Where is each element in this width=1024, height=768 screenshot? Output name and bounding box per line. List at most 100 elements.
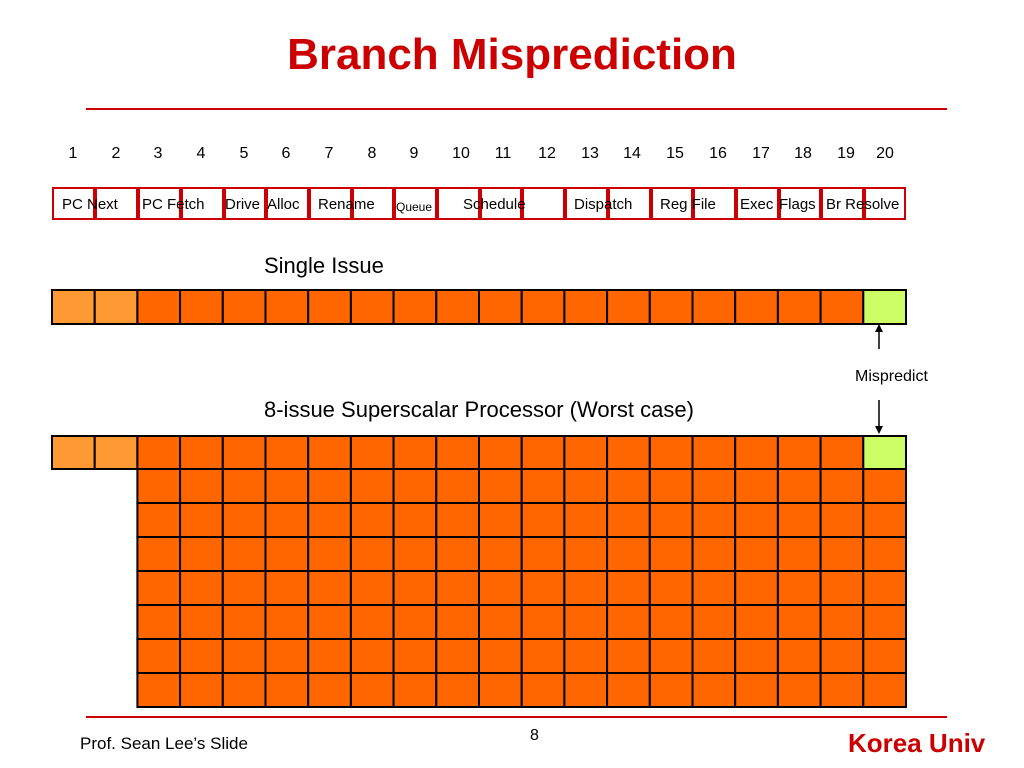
stage-box — [480, 187, 522, 220]
pipeline-cell — [563, 604, 609, 640]
cycle-number: 2 — [111, 145, 121, 162]
stage-box — [224, 187, 266, 220]
pipeline-cell — [563, 672, 609, 708]
pipeline-cell — [435, 672, 480, 708]
pipeline-cell — [179, 570, 224, 606]
pipeline-cell — [862, 672, 907, 708]
pipeline-cell — [648, 536, 694, 572]
pipeline-cell — [221, 638, 267, 674]
pipeline-cell — [563, 468, 609, 504]
cycle-number: 3 — [153, 145, 163, 162]
pipeline-cell — [819, 672, 865, 708]
mispredict-label: Mispredict — [855, 368, 928, 385]
pipeline-cell — [648, 468, 694, 504]
pipeline-cell — [136, 502, 182, 538]
pipeline-cell — [691, 289, 737, 325]
pipeline-cell — [648, 672, 694, 708]
pipeline-cell — [392, 289, 438, 325]
pipeline-cell — [307, 604, 352, 640]
stage-box — [693, 187, 736, 220]
stage-label-drive: Drive — [225, 196, 261, 213]
pipeline-cell — [221, 468, 267, 504]
pipeline-cell — [307, 672, 352, 708]
pipeline-cell — [435, 468, 480, 504]
pipeline-cell — [221, 672, 267, 708]
pipeline-cell — [734, 435, 779, 470]
pipeline-cell — [264, 468, 310, 504]
pipeline-cell — [691, 638, 737, 674]
pipeline-cell — [435, 289, 480, 325]
pipeline-cell — [819, 468, 865, 504]
cycle-number: 19 — [837, 145, 855, 162]
pipeline-cell — [179, 468, 224, 504]
pipeline-cell — [307, 435, 352, 470]
footer-credit: Prof. Sean Lee’s Slide — [80, 734, 248, 753]
stage-box — [352, 187, 394, 220]
stage-label-schedule: Schedule — [463, 196, 526, 213]
pipeline-cell — [776, 672, 822, 708]
pipeline-cell — [221, 570, 267, 606]
pipeline-cell — [862, 570, 907, 606]
stage-label-pc-fetch: PC Fetch — [142, 196, 205, 213]
pipeline-cell — [264, 502, 310, 538]
top-divider — [86, 108, 947, 110]
pipeline-cell — [179, 604, 224, 640]
pipeline-cell — [179, 638, 224, 674]
pipeline-cell — [221, 289, 267, 325]
pipeline-cell — [776, 435, 822, 470]
stage-box — [394, 187, 437, 220]
pipeline-cell — [520, 536, 566, 572]
pipeline-cell — [136, 468, 182, 504]
pipeline-cell — [734, 672, 779, 708]
pipeline-cell — [392, 672, 438, 708]
pipeline-cell — [520, 604, 566, 640]
stage-label-queue: Queue — [396, 200, 433, 214]
pipeline-cell — [520, 289, 566, 325]
pipeline-cell — [776, 502, 822, 538]
pipeline-cell — [93, 435, 139, 470]
pipeline-cell — [563, 570, 609, 606]
pipeline-cell — [606, 604, 651, 640]
pipeline-cell — [862, 289, 907, 325]
pipeline-cell — [862, 536, 907, 572]
pipeline-cell — [520, 570, 566, 606]
pipeline-cell — [136, 435, 182, 470]
pipeline-cell — [606, 570, 651, 606]
pipeline-cell — [221, 502, 267, 538]
pipeline-cell — [606, 638, 651, 674]
pipeline-cell — [349, 289, 395, 325]
pipeline-cell — [435, 604, 480, 640]
pipeline-cell — [563, 536, 609, 572]
pipeline-cell — [862, 502, 907, 538]
pipeline-cell — [691, 468, 737, 504]
pipeline-cell — [136, 672, 182, 708]
cycle-number: 12 — [538, 145, 556, 162]
pipeline-cell — [307, 638, 352, 674]
pipeline-cell — [392, 502, 438, 538]
pipeline-cell — [862, 468, 907, 504]
pipeline-cell — [435, 570, 480, 606]
cycle-number: 20 — [876, 145, 894, 162]
superscalar-grid — [51, 435, 907, 708]
pipeline-cell — [179, 672, 224, 708]
pipeline-cell — [307, 570, 352, 606]
pipeline-cell — [691, 570, 737, 606]
pipeline-cell — [478, 536, 523, 572]
pipeline-cell — [264, 672, 310, 708]
pipeline-cell — [606, 502, 651, 538]
pipeline-cell — [307, 502, 352, 538]
stage-label-alloc: Alloc — [267, 196, 300, 213]
pipeline-cell — [520, 502, 566, 538]
pipeline-cell — [392, 536, 438, 572]
pipeline-cell — [734, 536, 779, 572]
stage-box — [266, 187, 309, 220]
single-issue-grid — [51, 289, 907, 325]
pipeline-cell — [264, 604, 310, 640]
pipeline-cell — [51, 435, 96, 470]
pipeline-cell — [648, 570, 694, 606]
pipeline-cell — [478, 672, 523, 708]
pipeline-cell — [648, 435, 694, 470]
pipeline-cell — [606, 468, 651, 504]
pipeline-cell — [819, 536, 865, 572]
